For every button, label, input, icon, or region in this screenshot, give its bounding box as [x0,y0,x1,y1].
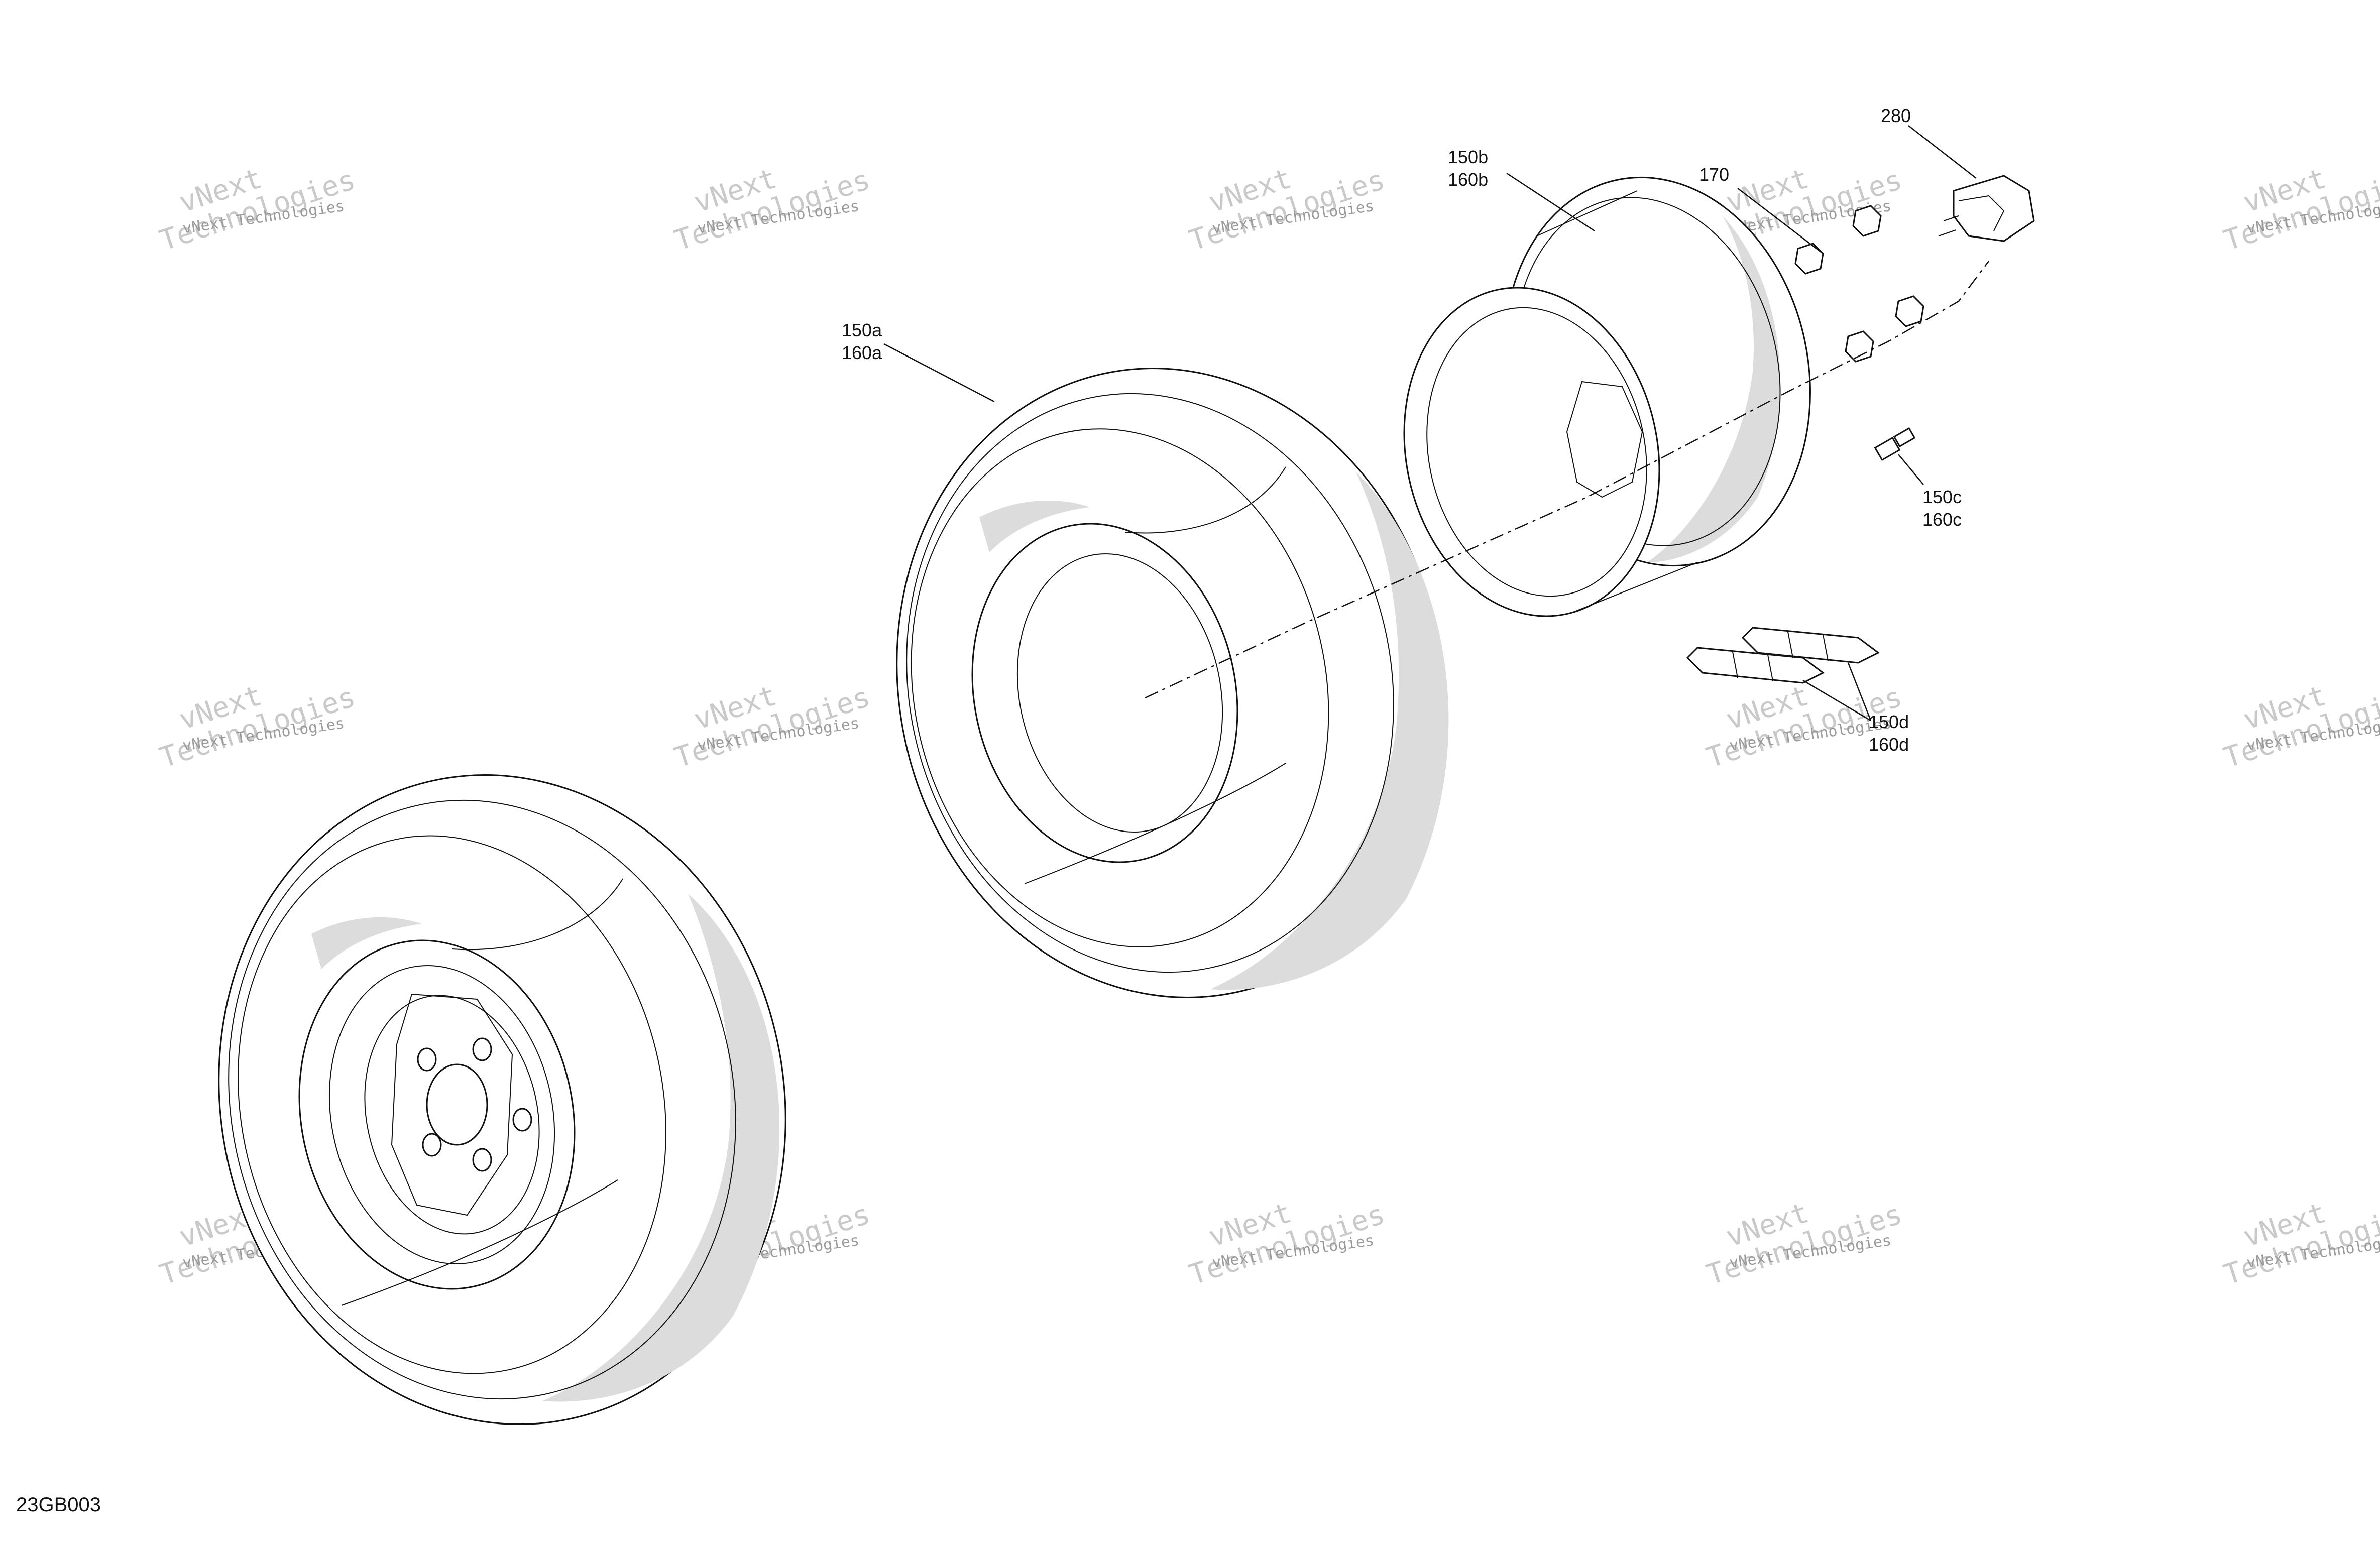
figure-id: 23GB003 [16,1494,101,1516]
wheel-nuts-170 [1794,205,1924,363]
assembled-wheel [218,774,786,1425]
callout-160c: 160c [1922,509,1962,530]
callout-160d: 160d [1869,734,1909,755]
leader-lines [883,125,1977,722]
callout-150a: 150a [842,320,882,340]
hub-cap-280 [1938,175,2035,242]
rim-150b [1403,176,1811,617]
callout-280: 280 [1881,105,1911,126]
valve-stem-150c [1874,427,1916,461]
callout-labels: 280 150b 160b 170 150a 160a 150c 160c 15… [842,105,1962,755]
callout-150d: 150d [1869,711,1909,732]
callout-160b: 160b [1448,169,1488,190]
assembly-axis [1145,261,1989,699]
callout-170: 170 [1699,164,1729,185]
callout-150c: 150c [1922,487,1962,507]
callout-160a: 160a [842,342,882,363]
balance-weights-150d [1686,627,1880,684]
tire-150a [896,368,1449,998]
callout-150b: 150b [1448,147,1488,167]
